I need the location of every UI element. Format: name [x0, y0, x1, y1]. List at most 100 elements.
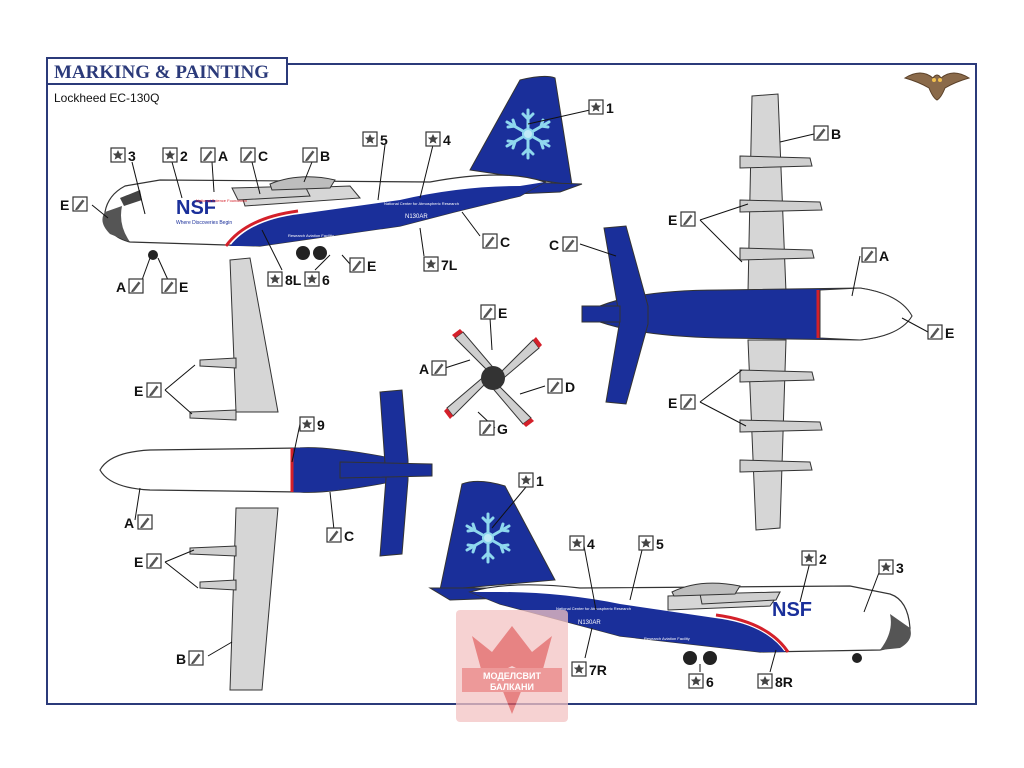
decal-callout-3-top: 3: [110, 147, 136, 164]
decal-callout-7R: 7R: [571, 661, 607, 678]
svg-text:C: C: [500, 234, 510, 250]
svg-text:9: 9: [317, 417, 325, 433]
svg-text:E: E: [179, 279, 188, 295]
svg-text:G: G: [497, 421, 508, 437]
paint-callout-E-engines-lower-right: E: [668, 394, 696, 411]
svg-text:8L: 8L: [285, 272, 302, 288]
paint-callout-C-tail-left: C: [326, 527, 354, 544]
tail-fin-2: [439, 480, 556, 591]
decal-callout-8L: 8L: [267, 271, 302, 288]
paint-callout-G-prop: G: [479, 420, 508, 437]
svg-text:1: 1: [606, 100, 614, 116]
svg-text:1: 1: [536, 473, 544, 489]
paint-callout-E-prop: E: [480, 304, 507, 321]
facility-text-2: Research Aviation Facility: [644, 636, 690, 641]
nsf-name: National Science Foundation: [196, 198, 247, 203]
cockpit-windows: [120, 190, 142, 206]
svg-text:E: E: [668, 395, 677, 411]
svg-text:7R: 7R: [589, 662, 607, 678]
tail-number: N130AR: [405, 214, 428, 220]
decal-callout-5-bottom: 5: [638, 535, 664, 552]
svg-text:D: D: [565, 379, 575, 395]
svg-text:A: A: [124, 515, 134, 531]
paint-callout-E-nose-right: E: [927, 324, 954, 341]
paint-callout-B-wing-right: B: [813, 125, 841, 142]
svg-text:E: E: [60, 197, 69, 213]
decal-callout-8R: 8R: [757, 673, 793, 690]
watermark-line2: БАЛКАНИ: [490, 682, 534, 692]
leader-lines: [91, 109, 929, 673]
decal-callout-3-bottom: 3: [878, 559, 904, 576]
paint-callout-C-tail-top: C: [482, 233, 510, 250]
svg-text:2: 2: [180, 148, 188, 164]
nsf-logo: NSF: [176, 197, 216, 219]
svg-text:A: A: [879, 248, 889, 264]
main-gear: [296, 246, 310, 260]
svg-text:B: B: [176, 651, 186, 667]
main-gear-2: [683, 651, 697, 665]
nsf-logo-2: NSF: [772, 599, 812, 621]
decal-callout-1-bottom: 1: [518, 472, 544, 489]
red-stripe: [224, 209, 299, 247]
watermark-logo: МОДЕЛСВИТ БАЛКАНИ: [456, 610, 568, 722]
svg-text:E: E: [945, 325, 954, 341]
paint-callout-A-fuselage-right: A: [861, 247, 889, 264]
paint-callout-D-prop: D: [547, 378, 575, 395]
svg-text:B: B: [320, 148, 330, 164]
side-view-left: NSF National Science Foundation Where Di…: [102, 75, 583, 260]
paint-callout-E-gear-top: E: [161, 278, 188, 295]
svg-text:A: A: [116, 279, 126, 295]
decal-callout-2-bottom: 2: [801, 550, 827, 567]
svg-text:8R: 8R: [775, 674, 793, 690]
svg-text:C: C: [549, 237, 559, 253]
svg-text:3: 3: [896, 560, 904, 576]
svg-text:5: 5: [380, 132, 388, 148]
fuselage-blue-2: [470, 592, 785, 652]
svg-text:E: E: [134, 383, 143, 399]
tail-plane-top: [603, 225, 649, 405]
fuselage-text: National Center for Atmospheric Research: [384, 201, 459, 206]
svg-text:B: B: [831, 126, 841, 142]
paint-callout-E-engines-lower-left: E: [134, 553, 162, 570]
nose-cone-2: [880, 614, 911, 650]
fuselage-text-2: National Center for Atmospheric Research: [556, 606, 631, 611]
decal-callout-4-bottom: 4: [569, 535, 595, 552]
tail-number-2: N130AR: [578, 620, 601, 626]
svg-text:4: 4: [443, 132, 451, 148]
paint-callout-A-nose-top: A: [200, 147, 228, 164]
svg-text:6: 6: [322, 272, 330, 288]
propeller: [444, 329, 542, 427]
svg-text:E: E: [134, 554, 143, 570]
decal-callout-6-bottom: 6: [688, 673, 714, 690]
top-view-right: [581, 93, 913, 531]
bottom-view-left: [99, 257, 433, 691]
nose-gear-2: [852, 653, 862, 663]
aircraft-subtitle: Lockheed EC-130Q: [54, 91, 159, 105]
paint-callout-E-nose-top: E: [60, 196, 88, 213]
decal-callout-7L: 7L: [423, 256, 458, 273]
owl-logo: [903, 72, 971, 101]
fuselage-blue: [230, 182, 545, 246]
svg-text:4: 4: [587, 536, 595, 552]
decal-callout-2-top: 2: [162, 147, 188, 164]
svg-text:3: 3: [128, 148, 136, 164]
paint-callout-C-top: C: [240, 147, 268, 164]
nose-cone: [102, 206, 130, 242]
svg-text:C: C: [344, 528, 354, 544]
paint-callout-A-nose-left: A: [124, 514, 153, 531]
svg-text:7L: 7L: [441, 257, 458, 273]
svg-text:E: E: [498, 305, 507, 321]
svg-text:5: 5: [656, 536, 664, 552]
page-title: MARKING & PAINTING: [54, 62, 269, 83]
decal-callout-5-top: 5: [362, 131, 388, 148]
callouts: 1 5 4 3 2 A C B E A E 8L 6 E 7L C B E C …: [60, 99, 954, 690]
svg-text:E: E: [367, 258, 376, 274]
svg-text:6: 6: [706, 674, 714, 690]
nose-white: [819, 287, 913, 341]
facility-text: Research Aviation Facility: [288, 233, 334, 238]
watermark-line1: МОДЕЛСВИТ: [483, 671, 542, 681]
decal-callout-4-top: 4: [425, 131, 451, 148]
nose-gear: [148, 250, 158, 260]
paint-callout-C-tail-right: C: [549, 236, 578, 253]
